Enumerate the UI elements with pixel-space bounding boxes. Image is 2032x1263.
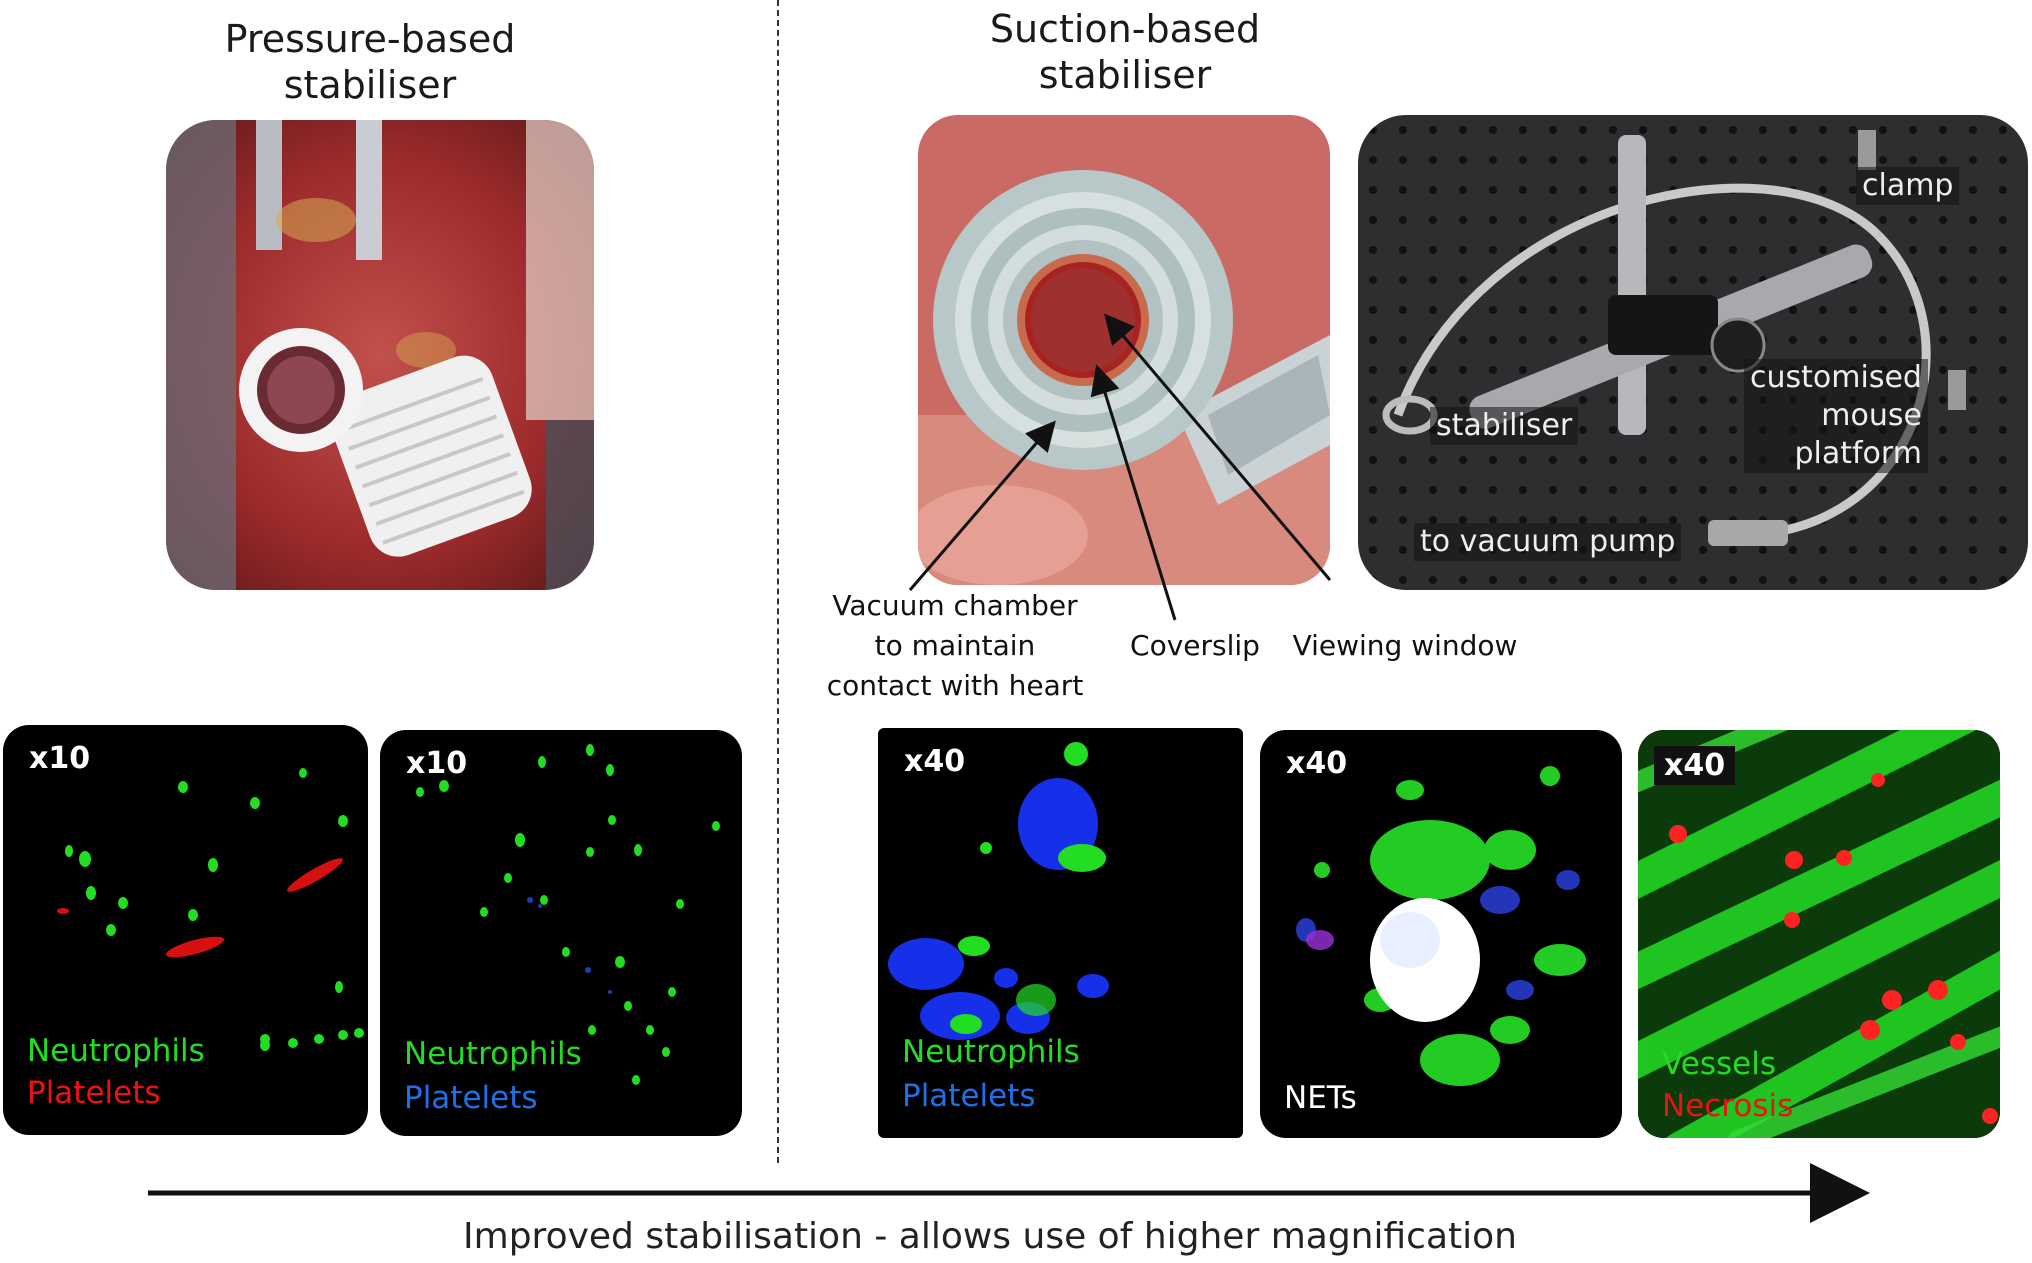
magnification-label: x40 bbox=[1654, 746, 1736, 785]
legend-neutrophils: Neutrophils bbox=[902, 1034, 1080, 1070]
coverslip-label: Coverslip bbox=[1130, 629, 1260, 662]
micrograph-cells bbox=[1296, 766, 1586, 1086]
pressure-stabiliser-title: Pressure-based stabiliser bbox=[224, 17, 516, 107]
micrograph-pressure-2: x10 Neutrophils Platelets bbox=[380, 730, 742, 1136]
stabiliser-label: stabiliser bbox=[1430, 407, 1579, 445]
vacuum-chamber-label: Vacuum chamber to maintain contact with … bbox=[826, 589, 1084, 702]
customised-mouse-platform-label: customised mouse platform bbox=[1744, 359, 1928, 473]
legend-platelets: Platelets bbox=[404, 1080, 538, 1116]
suction-stabiliser-photo bbox=[918, 115, 1330, 585]
micrograph-cells bbox=[888, 742, 1109, 1040]
magnification-label: x40 bbox=[904, 744, 966, 779]
legend-platelets: Platelets bbox=[27, 1075, 161, 1111]
legend-platelets: Platelets bbox=[902, 1078, 1036, 1114]
magnification-label: x40 bbox=[1286, 746, 1348, 781]
clamp-label: clamp bbox=[1856, 167, 1960, 205]
micrograph-vessels bbox=[1638, 730, 2000, 1138]
legend-nets: NETs bbox=[1284, 1080, 1357, 1116]
section-divider bbox=[777, 0, 779, 1163]
legend-neutrophils: Neutrophils bbox=[27, 1033, 205, 1069]
legend-neutrophils: Neutrophils bbox=[404, 1036, 582, 1072]
micrograph-suction-3: x40 Vessels Necrosis bbox=[1638, 730, 2000, 1138]
stabilisation-arrow-caption: Improved stabilisation - allows use of h… bbox=[463, 1216, 1517, 1257]
suction-stabiliser-title: Suction-based stabiliser bbox=[989, 7, 1261, 97]
to-vacuum-pump-label: to vacuum pump bbox=[1414, 523, 1682, 561]
device-platform-photo: clamp customised mouse platform stabilis… bbox=[1358, 115, 2028, 590]
micrograph-dots bbox=[416, 744, 720, 1085]
magnification-label: x10 bbox=[29, 741, 91, 776]
legend-necrosis: Necrosis bbox=[1662, 1088, 1794, 1124]
pressure-stabiliser-photo bbox=[166, 120, 594, 590]
micrograph-dots bbox=[57, 768, 364, 1051]
legend-vessels: Vessels bbox=[1662, 1046, 1777, 1082]
micrograph-pressure-1: x10 Neutrophils Platelets bbox=[3, 725, 368, 1135]
micrograph-suction-1: x40 Neutrophils Platelets bbox=[878, 728, 1243, 1138]
viewing-window-label: Viewing window bbox=[1292, 629, 1518, 662]
magnification-label: x10 bbox=[406, 746, 468, 781]
micrograph-suction-2: x40 NETs bbox=[1260, 730, 1622, 1138]
